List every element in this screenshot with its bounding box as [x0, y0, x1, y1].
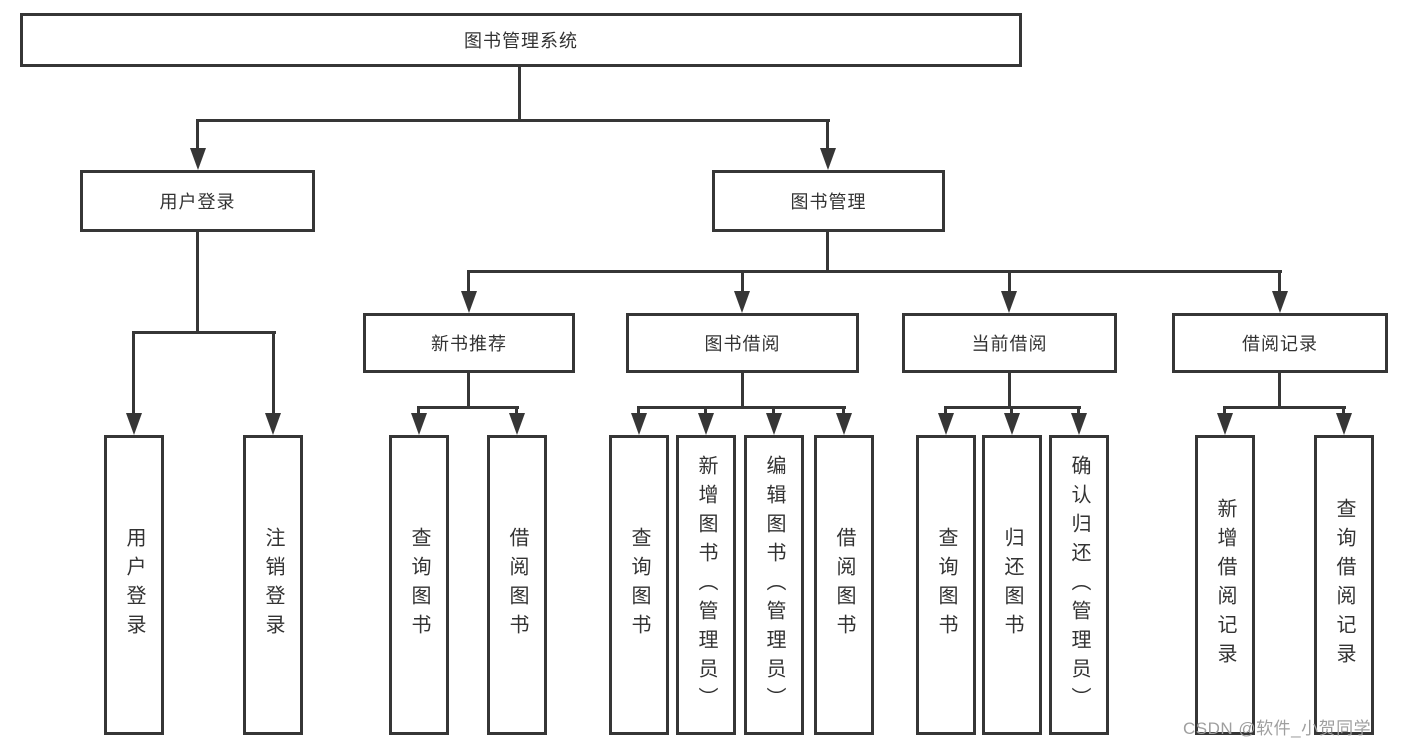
- connector-line: [196, 230, 199, 334]
- connector-line: [1278, 270, 1281, 296]
- connector-line: [467, 270, 470, 296]
- connector-line: [944, 406, 947, 416]
- leaf-borrow-books-recommend: 借阅图书: [487, 435, 547, 735]
- leaf-edit-book-admin: 编辑图书（管理员）: [744, 435, 804, 735]
- connector-line: [132, 331, 135, 417]
- node-book-management-label: 图书管理: [790, 192, 867, 212]
- connector-line: [704, 406, 707, 416]
- leaf-query-books-borrowing-label: 查询图书: [628, 527, 650, 643]
- connector-line: [196, 119, 830, 122]
- leaf-borrow-books-borrowing-label: 借阅图书: [833, 527, 855, 643]
- leaf-borrow-books-recommend-label: 借阅图书: [506, 527, 528, 643]
- connector-line: [1077, 406, 1080, 416]
- leaf-logout-label: 注销登录: [262, 527, 284, 643]
- connector-line: [741, 371, 744, 409]
- node-current-borrowing-label: 当前借阅: [971, 334, 1048, 354]
- connector-line: [196, 119, 199, 155]
- arrow-down-icon: [698, 413, 714, 435]
- node-library-system-label: 图书管理系统: [464, 31, 578, 51]
- connector-line: [1223, 406, 1346, 409]
- arrow-down-icon: [509, 413, 525, 435]
- leaf-return-book-label: 归还图书: [1001, 527, 1023, 643]
- leaf-query-borrow-record-label: 查询借阅记录: [1333, 498, 1355, 672]
- leaf-user-login: 用户登录: [104, 435, 164, 735]
- leaf-add-borrow-record: 新增借阅记录: [1195, 435, 1255, 735]
- connector-line: [1223, 406, 1226, 416]
- node-book-borrowing-label: 图书借阅: [704, 334, 781, 354]
- arrow-down-icon: [265, 413, 281, 435]
- connector-line: [515, 406, 518, 416]
- connector-line: [417, 406, 420, 416]
- connector-line: [842, 406, 845, 416]
- arrow-down-icon: [734, 291, 750, 313]
- node-library-system: 图书管理系统: [20, 13, 1022, 67]
- arrow-down-icon: [1001, 291, 1017, 313]
- node-book-management: 图书管理: [712, 170, 945, 232]
- arrow-down-icon: [836, 413, 852, 435]
- node-borrowing-records-label: 借阅记录: [1242, 334, 1318, 354]
- connector-line: [518, 65, 521, 122]
- connector-line: [1008, 270, 1011, 296]
- connector-line: [272, 331, 275, 417]
- node-user-login: 用户登录: [80, 170, 315, 232]
- arrow-down-icon: [631, 413, 647, 435]
- leaf-add-book-admin: 新增图书（管理员）: [676, 435, 736, 735]
- connector-line: [132, 331, 276, 334]
- connector-line: [1008, 371, 1011, 409]
- leaf-query-books-current: 查询图书: [916, 435, 976, 735]
- leaf-borrow-books-borrowing: 借阅图书: [814, 435, 874, 735]
- connector-line: [1278, 371, 1281, 409]
- leaf-query-books-current-label: 查询图书: [935, 527, 957, 643]
- connector-line: [1010, 406, 1013, 416]
- arrow-down-icon: [938, 413, 954, 435]
- leaf-logout: 注销登录: [243, 435, 303, 735]
- leaf-user-login-label: 用户登录: [123, 527, 145, 643]
- connector-line: [772, 406, 775, 416]
- leaf-confirm-return-admin-label: 确认归还（管理员）: [1068, 454, 1090, 716]
- arrow-down-icon: [1336, 413, 1352, 435]
- leaf-edit-book-admin-label: 编辑图书（管理员）: [763, 454, 785, 716]
- connector-line: [741, 270, 744, 296]
- arrow-down-icon: [1272, 291, 1288, 313]
- arrow-down-icon: [1217, 413, 1233, 435]
- node-book-borrowing: 图书借阅: [626, 313, 859, 373]
- connector-line: [467, 371, 470, 409]
- arrow-down-icon: [190, 148, 206, 170]
- leaf-query-books-recommend-label: 查询图书: [408, 527, 430, 643]
- connector-line: [637, 406, 846, 409]
- arrow-down-icon: [1004, 413, 1020, 435]
- leaf-add-book-admin-label: 新增图书（管理员）: [695, 454, 717, 716]
- leaf-confirm-return-admin: 确认归还（管理员）: [1049, 435, 1109, 735]
- leaf-query-borrow-record: 查询借阅记录: [1314, 435, 1374, 735]
- connector-line: [826, 119, 829, 155]
- connector-line: [1342, 406, 1345, 416]
- csdn-watermark: CSDN @软件_小贺同学: [1183, 719, 1372, 738]
- arrow-down-icon: [1071, 413, 1087, 435]
- leaf-query-books-recommend: 查询图书: [389, 435, 449, 735]
- leaf-return-book: 归还图书: [982, 435, 1042, 735]
- node-borrowing-records: 借阅记录: [1172, 313, 1388, 373]
- connector-line: [826, 230, 829, 273]
- arrow-down-icon: [461, 291, 477, 313]
- arrow-down-icon: [820, 148, 836, 170]
- connector-line: [417, 406, 519, 409]
- connector-line: [637, 406, 640, 416]
- leaf-query-books-borrowing: 查询图书: [609, 435, 669, 735]
- connector-line: [467, 270, 1282, 273]
- node-user-login-label: 用户登录: [159, 192, 236, 212]
- arrow-down-icon: [411, 413, 427, 435]
- arrow-down-icon: [126, 413, 142, 435]
- node-new-book-recommend: 新书推荐: [363, 313, 575, 373]
- node-new-book-recommend-label: 新书推荐: [431, 334, 507, 354]
- leaf-add-borrow-record-label: 新增借阅记录: [1214, 498, 1236, 672]
- node-current-borrowing: 当前借阅: [902, 313, 1117, 373]
- arrow-down-icon: [766, 413, 782, 435]
